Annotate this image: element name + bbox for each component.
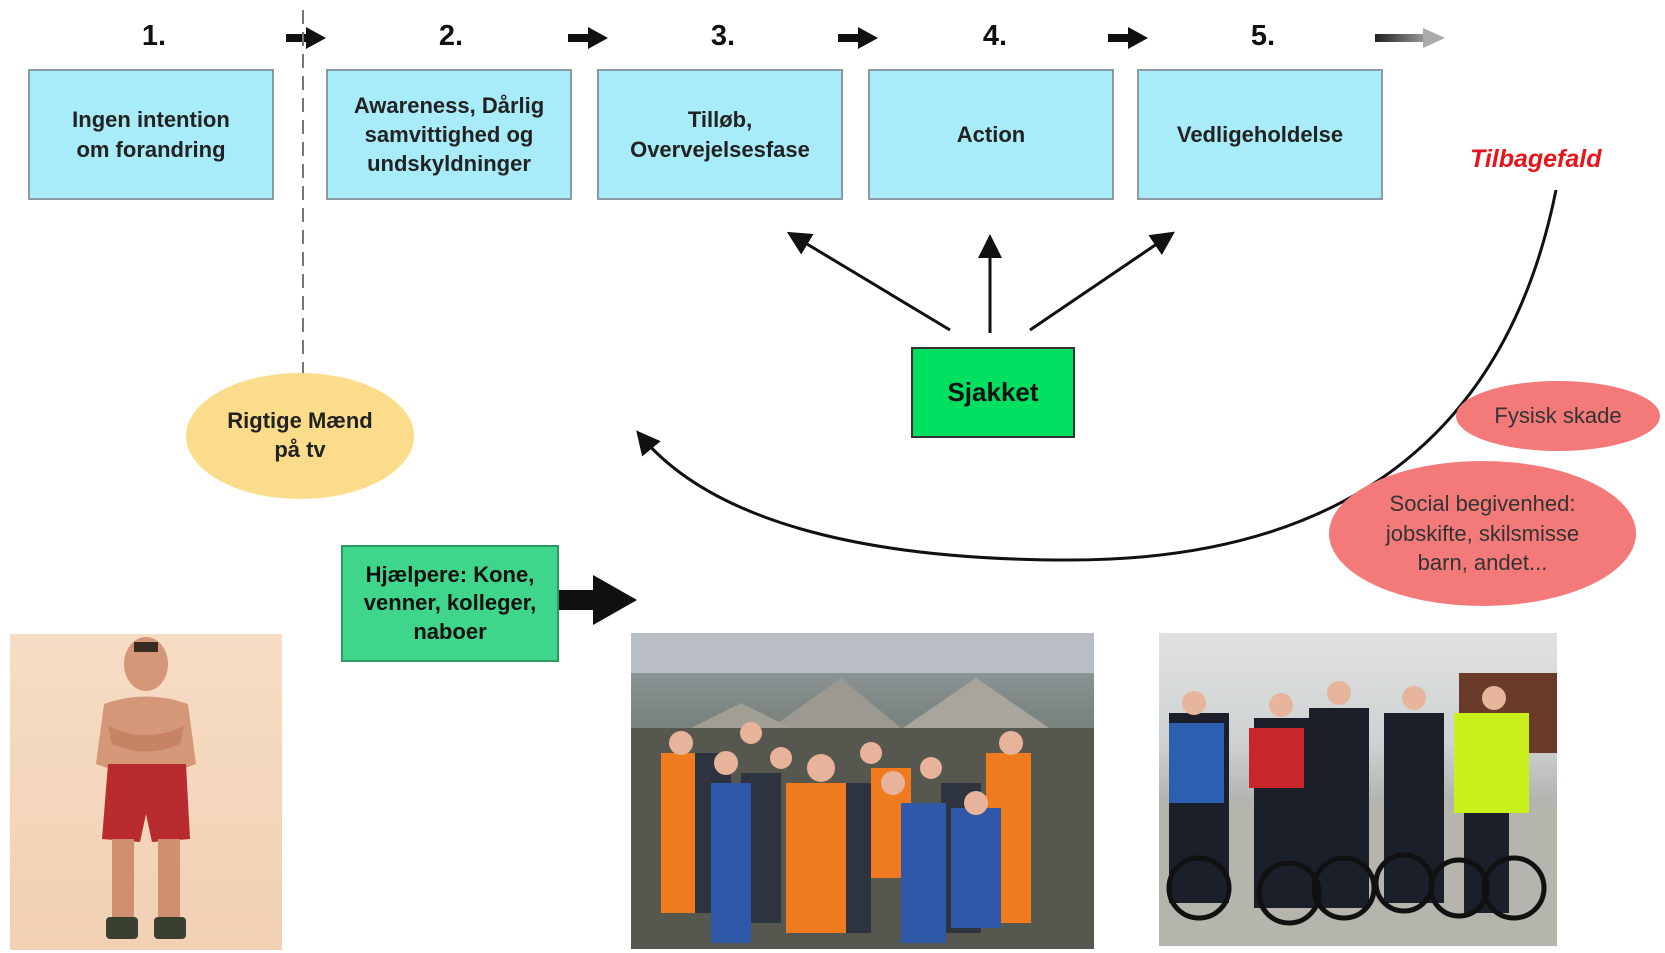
sjakket-label: Sjakket [947,377,1039,407]
step-number-1: 1. [141,20,167,52]
relapse-curve [636,189,1558,562]
stage-label-1: Ingen intention om forandring [72,107,230,162]
tv-label: Rigtige Mænd på tv [227,408,373,462]
stage-label-2: Awareness, Dårlig samvittighed og undsky… [353,92,545,177]
helpers-label: Hjælpere: Kone, venner, kolleger, naboer [363,561,537,644]
injury-bubble: Fysisk skade [1456,381,1660,451]
social-event-label: Social begivenhed: jobskifte, skilsmisse… [1385,490,1580,576]
photo-work-crew [631,633,1094,949]
step-number-2: 2. [438,20,464,52]
social-event-bubble: Social begivenhed: jobskifte, skilsmisse… [1329,461,1636,606]
step-number-5: 5. [1250,20,1276,52]
workers-figure [631,633,1094,949]
cyclists-figure [1159,673,1557,946]
step-number-4: 4. [982,20,1008,52]
tv-bubble: Rigtige Mænd på tv [186,373,414,499]
step-arrow-after-5 [1375,28,1445,48]
step-arrow-3-4 [838,27,878,49]
stage-box-5: Vedligeholdelse [1137,69,1383,200]
step-arrow-2-3 [568,27,608,49]
relapse-label: Tilbagefald [1470,145,1602,173]
sjakket-arrows [786,231,1175,333]
injury-label: Fysisk skade [1494,403,1622,428]
man-figure [96,637,196,939]
photo-man-standing [10,634,282,950]
stage-box-2: Awareness, Dårlig samvittighed og undsky… [326,69,572,200]
step-arrow-1-2 [286,27,326,49]
stage-label-3: Tilløb, Overvejelsesfase [630,107,810,162]
stage-box-4: Action [868,69,1114,200]
step-arrow-4-5 [1108,27,1148,49]
helpers-box: Hjælpere: Kone, venner, kolleger, naboer [341,545,559,662]
stage-label-5: Vedligeholdelse [1176,121,1344,147]
stage-box-3: Tilløb, Overvejelsesfase [597,69,843,200]
step-number-3: 3. [710,20,736,52]
photo-cyclists [1159,633,1557,946]
stage-box-1: Ingen intention om forandring [28,69,274,200]
stage-label-4: Action [956,121,1026,147]
sjakket-box: Sjakket [911,347,1075,438]
